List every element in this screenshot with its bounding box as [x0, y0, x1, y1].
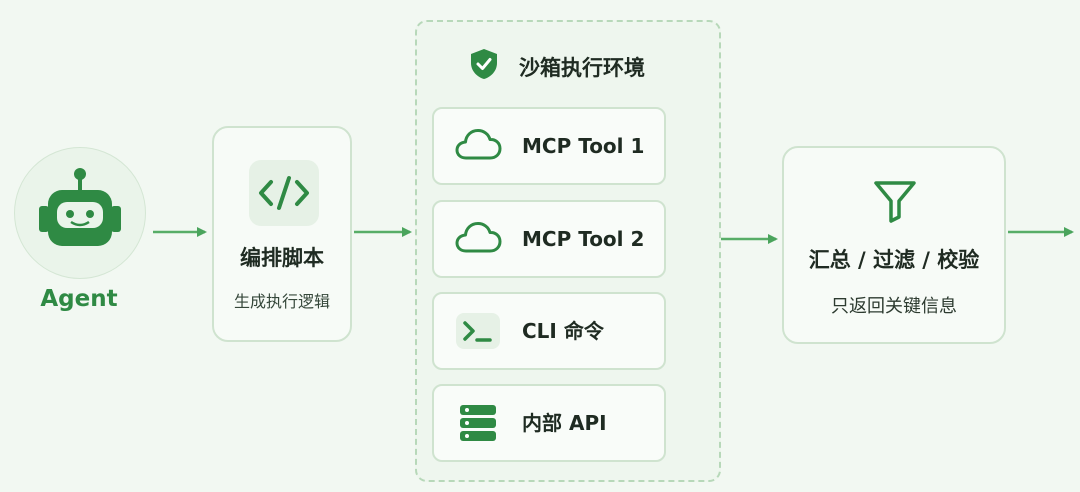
- script-subtitle: 生成执行逻辑: [233, 292, 330, 311]
- aggregate-subtitle: 只返回关键信息: [831, 296, 957, 317]
- script-card: 编排脚本 生成执行逻辑: [212, 126, 352, 342]
- agent-label: Agent: [40, 286, 118, 312]
- aggregate-title: 汇总 / 过滤 / 校验: [808, 248, 980, 272]
- agent-node: [14, 147, 146, 279]
- server-icon: [460, 405, 496, 441]
- cloud-icon: [455, 129, 502, 160]
- tool-mcp-2: MCP Tool 2: [432, 200, 666, 278]
- tool-internal-api: 内部 API: [432, 384, 666, 462]
- script-title: 编排脚本: [240, 246, 324, 270]
- tool-label: MCP Tool 2: [522, 227, 645, 251]
- tool-mcp-1: MCP Tool 1: [432, 107, 666, 185]
- shield-check-icon: [471, 49, 497, 79]
- tool-cli: CLI 命令: [432, 292, 666, 370]
- funnel-icon: [874, 181, 916, 223]
- tool-label: 内部 API: [522, 411, 607, 435]
- terminal-icon: [456, 313, 500, 349]
- sandbox-title: 沙箱执行环境: [519, 56, 645, 80]
- tool-label: MCP Tool 1: [522, 134, 645, 158]
- code-icon: [249, 160, 319, 226]
- robot-icon: [39, 168, 121, 246]
- cloud-icon: [455, 222, 502, 253]
- tool-label: CLI 命令: [522, 319, 604, 343]
- aggregate-card: 汇总 / 过滤 / 校验 只返回关键信息: [782, 146, 1006, 344]
